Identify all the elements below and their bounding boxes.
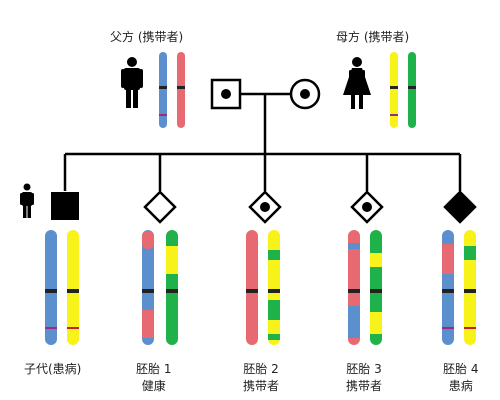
- embryo3-label: 胚胎 3 携带者: [346, 360, 382, 394]
- mother-label: 母方 (携带者): [336, 30, 410, 44]
- embryo4-label: 胚胎 4 患病: [443, 360, 478, 394]
- embryo3-status: 携带者: [346, 379, 383, 393]
- embryo1-label: 胚胎 1 健康: [136, 360, 171, 394]
- embryo2-label: 胚胎 2 携带者: [243, 360, 279, 394]
- embryo2-carrier-diamond: [248, 190, 282, 224]
- embryo1-name: 胚胎 1: [136, 362, 172, 376]
- male-person-icon: [121, 57, 143, 108]
- embryo1-chromosome-pair: [142, 230, 178, 345]
- child-label: 子代(患病): [24, 360, 81, 377]
- embryo2-chromosome-pair: [246, 230, 280, 345]
- embryo4-status: 患病: [448, 379, 473, 393]
- embryo3-name: 胚胎 3: [346, 362, 382, 376]
- pedigree-lines: [63, 92, 462, 191]
- embryo2-name: 胚胎 2: [243, 362, 279, 376]
- father-carrier-square: [210, 78, 242, 110]
- child-affected-square: [51, 192, 79, 220]
- mother-chromosome-pair: [390, 52, 416, 128]
- mother-carrier-circle: [289, 78, 321, 110]
- embryo2-status: 携带者: [243, 379, 280, 393]
- embryo1-status: 健康: [141, 379, 166, 393]
- child-name: 子代(患病): [24, 362, 82, 376]
- child-chromosome-pair: [45, 230, 79, 345]
- embryo1-healthy-diamond: [143, 190, 177, 224]
- child-small-male-icon: [20, 183, 34, 218]
- father-chromosome-pair: [159, 52, 185, 128]
- female-person-icon: [343, 57, 371, 109]
- embryo4-affected-diamond: [443, 190, 477, 224]
- embryo4-chromosome-pair: [442, 230, 476, 345]
- embryo3-chromosome-pair: [348, 230, 382, 345]
- father-label: 父方 (携带者): [110, 30, 184, 44]
- embryo4-name: 胚胎 4: [443, 362, 479, 376]
- embryo3-carrier-diamond: [350, 190, 384, 224]
